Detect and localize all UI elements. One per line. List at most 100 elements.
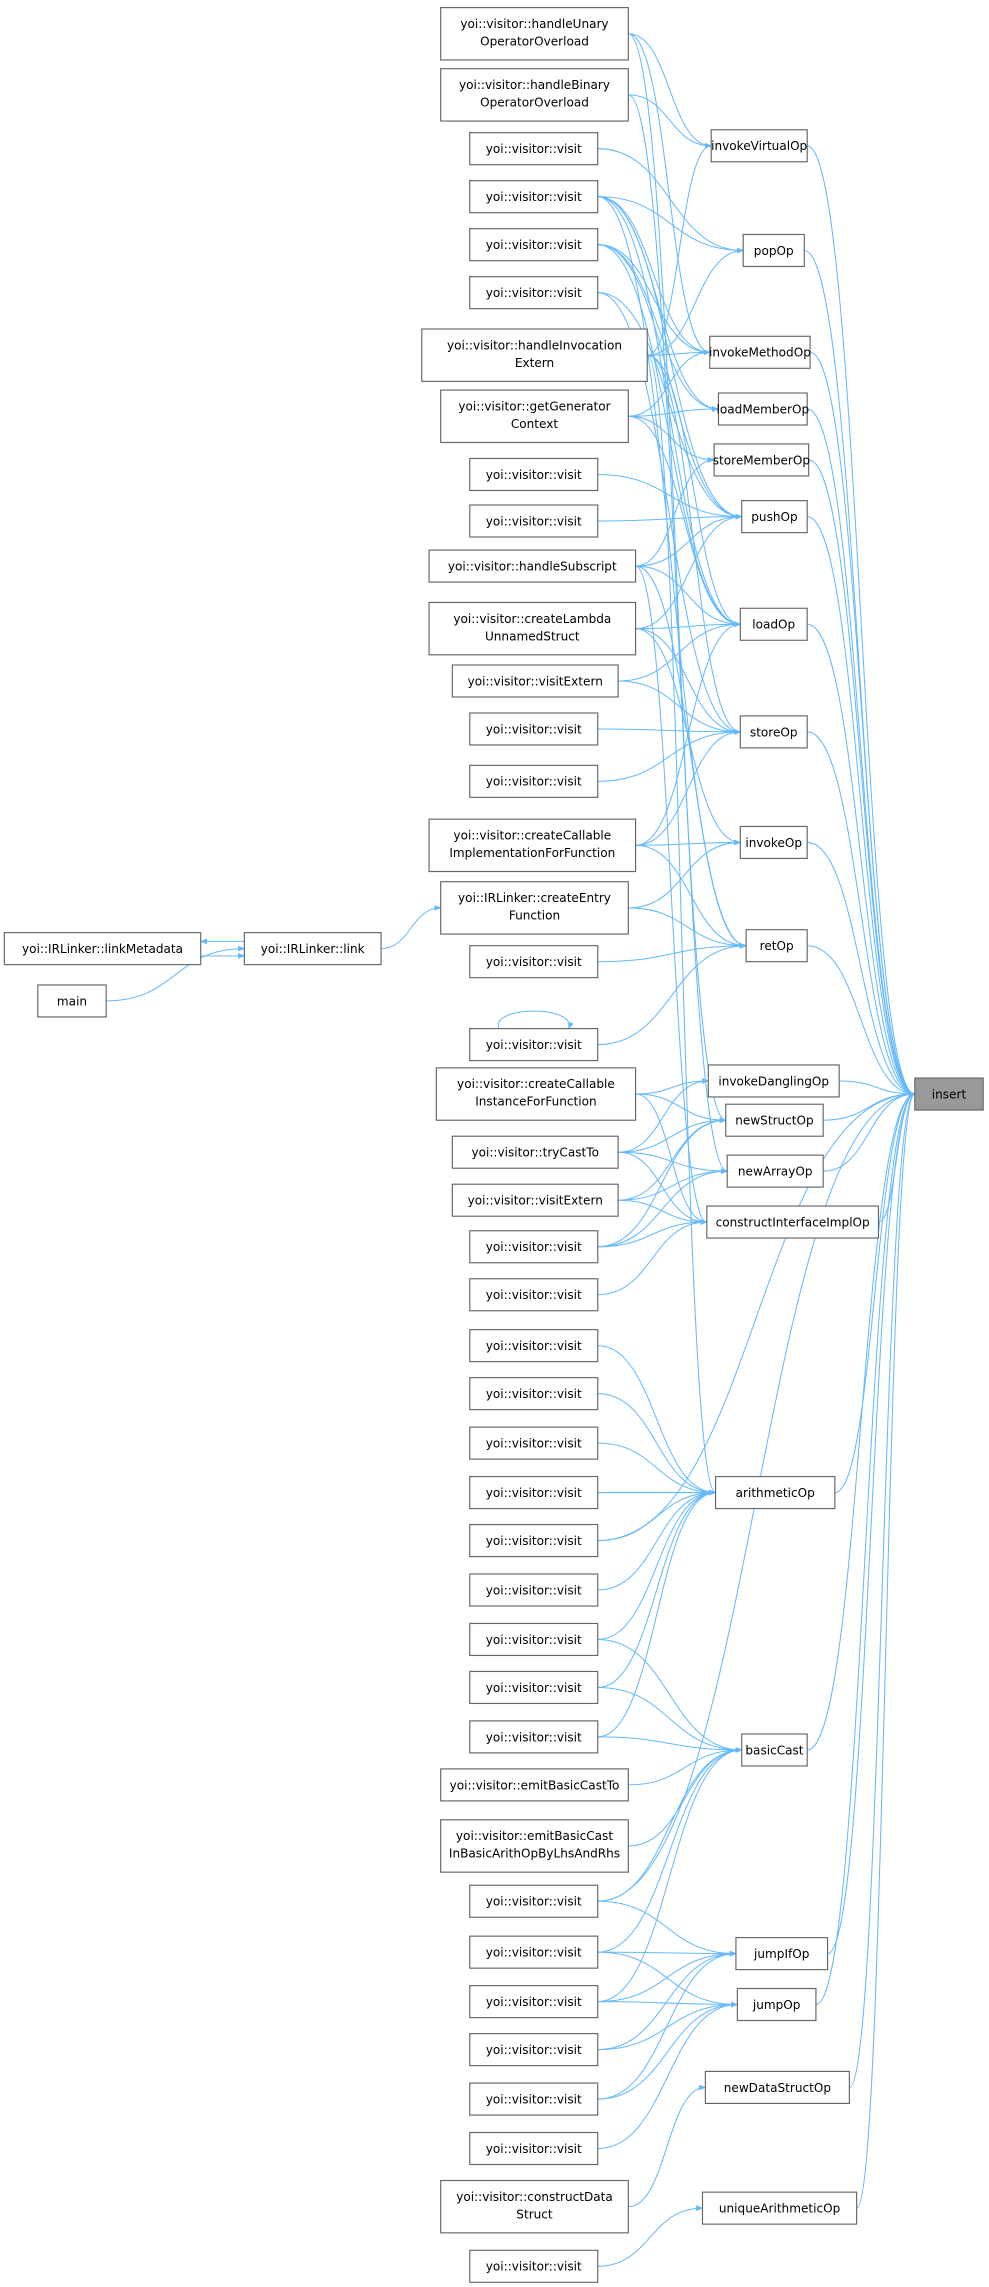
node-insert[interactable]: insert <box>914 1077 984 1111</box>
node-label: newArrayOp <box>738 1164 813 1178</box>
node-n43[interactable]: yoi::visitor::visit <box>469 2249 599 2283</box>
node-pushop[interactable]: pushOp <box>741 500 808 534</box>
node-invokeop[interactable]: invokeOp <box>739 825 808 860</box>
node-n32[interactable]: yoi::visitor::visit <box>469 1670 599 1705</box>
node-box <box>701 2191 858 2225</box>
node-n26[interactable]: yoi::visitor::visit <box>469 1377 599 1411</box>
node-n20[interactable]: yoi::visitor::createCallableInstanceForF… <box>435 1067 637 1121</box>
node-box <box>469 2249 599 2283</box>
edge-n2-to-invokevirtualop <box>628 94 712 149</box>
node-label: yoi::visitor::visit <box>486 1240 582 1254</box>
node-n5[interactable]: yoi::visitor::visit <box>469 228 599 262</box>
node-n29[interactable]: yoi::visitor::visit <box>469 1523 599 1558</box>
node-n40[interactable]: yoi::visitor::visit <box>469 2082 599 2116</box>
node-label: yoi::visitor::visit <box>486 286 582 300</box>
node-n18[interactable]: yoi::visitor::visit <box>469 945 599 979</box>
node-n34[interactable]: yoi::visitor::emitBasicCastTo <box>440 1768 629 1802</box>
node-n41[interactable]: yoi::visitor::visit <box>469 2131 599 2166</box>
node-n25[interactable]: yoi::visitor::visit <box>469 1329 599 1363</box>
node-n31[interactable]: yoi::visitor::visit <box>469 1622 599 1657</box>
node-box <box>37 984 107 1018</box>
node-linkmetadata[interactable]: yoi::IRLinker::linkMetadata <box>3 932 202 966</box>
node-main[interactable]: main <box>37 984 107 1018</box>
node-uniquearithmeticop[interactable]: uniqueArithmeticOp <box>701 2191 858 2225</box>
node-jumpifop[interactable]: jumpIfOp <box>735 1937 829 1971</box>
node-n10[interactable]: yoi::visitor::visit <box>469 504 599 538</box>
node-box <box>421 328 648 382</box>
edge-n26-to-arithmeticop <box>597 1393 717 1496</box>
node-n36[interactable]: yoi::visitor::visit <box>469 1884 599 1918</box>
node-newstructop[interactable]: newStructOp <box>725 1103 824 1137</box>
edge-n42-to-newdatastructop <box>628 2084 707 2208</box>
node-n28[interactable]: yoi::visitor::visit <box>469 1475 599 1510</box>
node-box <box>440 1819 629 1873</box>
node-basiccast[interactable]: basicCast <box>741 1733 808 1767</box>
node-jumpop[interactable]: jumpOp <box>736 1987 817 2022</box>
node-link[interactable]: yoi::IRLinker::link <box>243 932 382 966</box>
edge-n18-to-retop <box>597 942 747 963</box>
edge-n4-to-invokemethodop <box>597 196 711 356</box>
edge-n30-to-arithmeticop <box>597 1489 717 1591</box>
node-n9[interactable]: yoi::visitor::visit <box>469 457 599 492</box>
node-label: yoi::visitor::visit <box>486 1486 582 1500</box>
node-box <box>469 1720 599 1754</box>
node-n37[interactable]: yoi::visitor::visit <box>469 1935 599 1969</box>
node-constructinterfaceimplop[interactable]: constructInterfaceImplOp <box>706 1205 880 1239</box>
node-retop[interactable]: retOp <box>745 929 808 963</box>
node-popop[interactable]: popOp <box>742 233 805 268</box>
node-n24[interactable]: yoi::visitor::visit <box>469 1278 599 1312</box>
edge-n11-to-pushop <box>635 513 743 567</box>
node-n30[interactable]: yoi::visitor::visit <box>469 1573 599 1607</box>
node-invokevirtualop[interactable]: invokeVirtualOp <box>710 129 808 163</box>
node-n35[interactable]: yoi::visitor::emitBasicCastInBasicArithO… <box>440 1819 629 1873</box>
nodes-layer: yoi::visitor::handleUnaryOperatorOverloa… <box>3 7 984 2283</box>
node-box <box>714 1475 836 1510</box>
node-n38[interactable]: yoi::visitor::visit <box>469 1985 599 2019</box>
node-n2[interactable]: yoi::visitor::handleBinaryOperatorOverlo… <box>440 68 629 122</box>
node-storeop[interactable]: storeOp <box>739 715 808 749</box>
node-n14[interactable]: yoi::visitor::visit <box>469 712 599 746</box>
node-newarrayop[interactable]: newArrayOp <box>726 1154 824 1188</box>
node-n4[interactable]: yoi::visitor::visit <box>469 180 599 214</box>
node-n15[interactable]: yoi::visitor::visit <box>469 764 599 798</box>
node-n39[interactable]: yoi::visitor::visit <box>469 2033 599 2067</box>
edge-n17-to-retop <box>628 907 747 949</box>
edge-n33-to-arithmeticop <box>597 1489 717 1738</box>
edge-n1-to-newarrayop <box>628 33 728 1174</box>
node-label: OperatorOverload <box>480 34 589 48</box>
node-n11[interactable]: yoi::visitor::handleSubscript <box>428 549 637 583</box>
node-n19[interactable]: yoi::visitor::visit <box>469 1028 599 1062</box>
node-n22[interactable]: yoi::visitor::visitExtern <box>451 1183 619 1217</box>
node-invokedanglingop[interactable]: invokeDanglingOp <box>707 1064 840 1098</box>
node-invokemethodop[interactable]: invokeMethodOp <box>709 335 811 369</box>
edge-loadop-to-insert <box>807 623 916 1097</box>
node-arithmeticop[interactable]: arithmeticOp <box>714 1475 836 1510</box>
node-n3[interactable]: yoi::visitor::visit <box>469 132 599 166</box>
node-loadmemberop[interactable]: loadMemberOp <box>717 392 810 426</box>
edge-n21-to-constructinterfaceimplop <box>618 1151 708 1225</box>
node-label: Struct <box>516 2207 553 2221</box>
edge-n8-to-loadmemberop <box>628 406 720 417</box>
node-n16[interactable]: yoi::visitor::createCallableImplementati… <box>428 818 637 873</box>
node-newdatastructop[interactable]: newDataStructOp <box>704 2070 850 2104</box>
node-loadop[interactable]: loadOp <box>739 607 808 641</box>
node-box <box>469 712 599 746</box>
node-n23[interactable]: yoi::visitor::visit <box>469 1230 599 1264</box>
node-n13[interactable]: yoi::visitor::visitExtern <box>451 664 619 698</box>
edge-n16-to-storeop <box>635 729 742 846</box>
edge-n6-to-pushop <box>597 292 743 520</box>
node-storememberop[interactable]: storeMemberOp <box>713 443 810 477</box>
node-n1[interactable]: yoi::visitor::handleUnaryOperatorOverloa… <box>440 7 629 61</box>
node-label: yoi::IRLinker::linkMetadata <box>22 942 183 956</box>
node-n33[interactable]: yoi::visitor::visit <box>469 1720 599 1754</box>
node-label: newDataStructOp <box>724 2081 831 2095</box>
node-box <box>428 549 637 583</box>
node-n6[interactable]: yoi::visitor::visit <box>469 276 599 310</box>
node-n27[interactable]: yoi::visitor::visit <box>469 1426 599 1460</box>
node-n21[interactable]: yoi::visitor::tryCastTo <box>451 1135 619 1169</box>
